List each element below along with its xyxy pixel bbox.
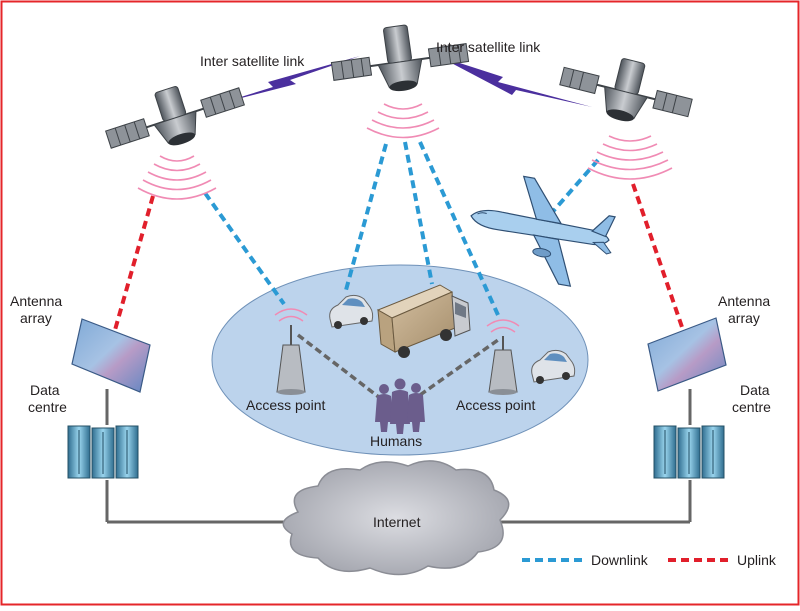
server-rack-icon — [653, 425, 725, 479]
car-icon — [531, 349, 576, 384]
datacentre-label-left: Data — [30, 382, 60, 398]
signal-waves-center — [366, 103, 440, 139]
antenna-tower-icon — [274, 308, 308, 395]
ground-links — [105, 389, 692, 524]
access-point-label-right: Access point — [456, 397, 535, 413]
people-icon — [375, 378, 425, 434]
cloud-icon — [282, 460, 510, 576]
satellite-icon — [330, 24, 470, 92]
access-point-label-left: Access point — [246, 397, 325, 413]
antenna-label-right: Antenna — [718, 293, 770, 309]
legend-downlink-label: Downlink — [591, 552, 649, 568]
isl-bolt-right — [438, 56, 592, 107]
satellite-icon — [105, 86, 245, 149]
antenna-label-right-2: array — [728, 310, 760, 326]
local-links — [296, 333, 500, 400]
downlink-beams — [203, 141, 600, 316]
antenna-tower-icon — [486, 319, 520, 395]
antenna-label-left-2: array — [20, 310, 52, 326]
humans-label: Humans — [370, 433, 422, 449]
antenna-panel-icon — [647, 317, 727, 392]
antenna-label-left: Antenna — [10, 293, 62, 309]
coverage-area — [211, 264, 589, 456]
isl-label-left: Inter satellite link — [200, 53, 305, 69]
legend-uplink-label: Uplink — [737, 552, 777, 568]
datacentre-label-right: Data — [740, 382, 770, 398]
uplink-beams — [113, 183, 685, 331]
isl-label-right: Inter satellite link — [436, 39, 541, 55]
datacentre-label-right-2: centre — [732, 399, 771, 415]
antenna-panel-icon — [71, 318, 151, 393]
legend: Downlink Uplink — [522, 552, 777, 568]
airplane-icon — [470, 175, 616, 287]
car-icon — [329, 294, 374, 329]
internet-label: Internet — [373, 514, 421, 530]
isl-bolt-left — [218, 56, 360, 104]
truck-icon — [376, 284, 471, 358]
datacentre-label-left-2: centre — [28, 399, 67, 415]
server-rack-icon — [67, 425, 139, 479]
signal-waves-left — [137, 155, 217, 200]
satellite-icon — [559, 58, 693, 122]
signal-waves-right — [587, 135, 673, 180]
